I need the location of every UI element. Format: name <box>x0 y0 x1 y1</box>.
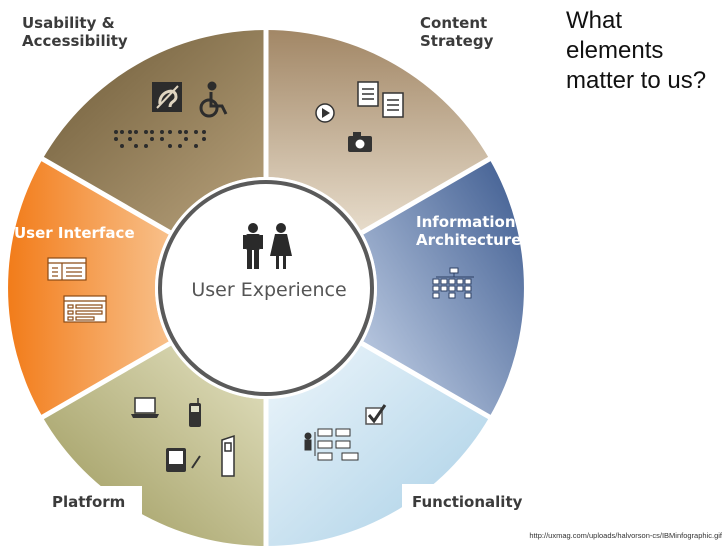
label-backdrop <box>0 0 138 62</box>
usability-accessibility-label: Usability & Accessibility <box>22 14 128 50</box>
center-ring <box>158 180 374 396</box>
pda-icon <box>166 448 201 472</box>
man-woman-icon <box>243 223 292 269</box>
segment-user-interface <box>8 159 170 417</box>
segment-content-strategy <box>266 30 490 233</box>
mobile-phone-icon <box>189 398 201 427</box>
segment-platform <box>42 343 266 546</box>
kiosk-icon <box>221 434 235 477</box>
label-backdrop <box>402 0 552 62</box>
camera-icon <box>348 132 372 152</box>
segment-functionality <box>266 343 490 546</box>
document-icon <box>382 92 404 118</box>
source-url: http://uxmag.com/uploads/halvorson-cs/IB… <box>529 531 722 540</box>
play-icon <box>315 103 335 123</box>
center-label: User Experience <box>191 279 346 301</box>
functionality-label: Functionality <box>412 493 523 511</box>
label-backdrop <box>0 486 142 546</box>
document-icon <box>357 81 379 107</box>
braille-icon <box>114 130 206 148</box>
user-interface-label: User Interface <box>14 224 135 242</box>
center-circle <box>155 177 377 399</box>
checkbox-icon <box>365 404 387 425</box>
form-icon <box>63 295 107 323</box>
hearing-icon <box>152 82 182 112</box>
sitemap-icon <box>432 267 474 299</box>
segment-dividers <box>37 25 495 546</box>
window-icon <box>47 257 87 281</box>
wheelchair-icon <box>199 81 228 118</box>
laptop-icon <box>131 397 159 418</box>
label-backdrop <box>402 484 728 546</box>
information-architecture-label: Information Architecture <box>416 213 521 249</box>
slide-question-title: What elements matter to us? <box>566 7 707 94</box>
platform-label: Platform <box>52 493 125 511</box>
segment-usability-accessibility <box>42 30 266 233</box>
flowchart-icon <box>304 428 359 461</box>
content-strategy-label: Content Strategy <box>420 14 494 50</box>
